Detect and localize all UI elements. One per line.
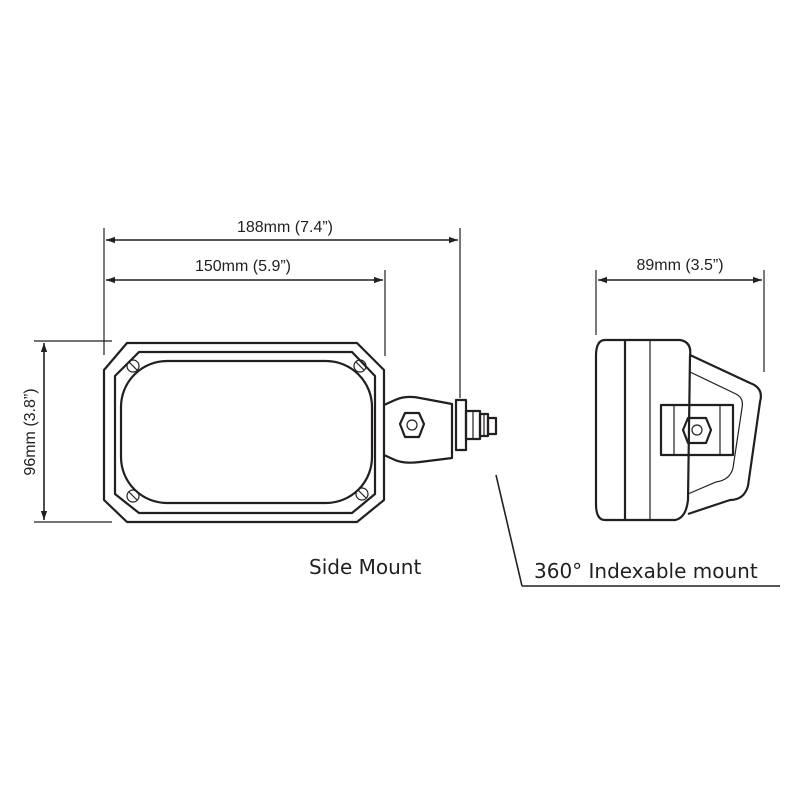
depth-label: 89mm (3.5”) — [636, 257, 723, 274]
front-view-lamp — [102, 341, 386, 524]
bezel-outline — [113, 350, 377, 515]
screw-icon — [355, 487, 369, 501]
screw-icon — [126, 359, 140, 373]
side-mount-caption: Side Mount — [309, 555, 421, 579]
height-label: 96mm (3.8”) — [22, 388, 39, 475]
mount-block — [659, 403, 735, 457]
side-mount-bracket — [383, 395, 498, 464]
housing-outline — [102, 341, 386, 524]
side-lens — [594, 338, 627, 522]
dimension-depth: 89mm (3.5”) — [595, 257, 765, 372]
hex-nut-icon — [681, 416, 713, 445]
indexable-mount-caption: 360° Indexable mount — [534, 559, 758, 583]
dimension-housing-width: 150mm (5.9”) — [106, 258, 386, 356]
dimension-height: 96mm (3.8”) — [22, 340, 112, 523]
lens — [119, 359, 374, 505]
dimension-overall-width: 188mm (7.4”) — [103, 219, 461, 398]
indexable-mount-callout: 360° Indexable mount — [495, 474, 780, 587]
side-housing — [625, 338, 692, 522]
screw-icon — [353, 359, 367, 373]
housing-width-label: 150mm (5.9”) — [195, 258, 291, 275]
side-bracket — [687, 354, 762, 516]
overall-width-label: 188mm (7.4”) — [237, 219, 333, 236]
hex-nut-icon — [398, 411, 426, 439]
side-view-lamp — [594, 338, 762, 522]
screw-icon — [126, 489, 140, 503]
